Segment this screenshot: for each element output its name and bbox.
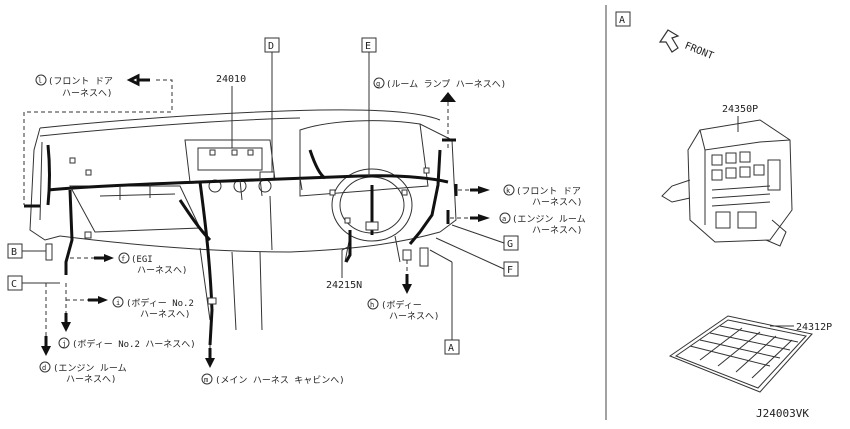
view-box-c: C bbox=[7, 275, 60, 291]
svg-text:h: h bbox=[370, 301, 374, 309]
svg-text:F: F bbox=[507, 265, 513, 276]
callout-j: j (ボディー No.2 ハーネスへ) bbox=[58, 283, 196, 350]
view-box-a: A bbox=[419, 247, 460, 355]
svg-text:A: A bbox=[448, 343, 454, 354]
svg-text:a: a bbox=[502, 215, 506, 223]
svg-text:E: E bbox=[365, 41, 371, 52]
svg-text:(ボディー No.2 ハーネスへ): (ボディー No.2 ハーネスへ) bbox=[72, 338, 196, 350]
svg-text:ハーネスへ): ハーネスへ) bbox=[532, 197, 582, 208]
callout-d: d (エンジン ルーム ハーネスへ) bbox=[39, 283, 127, 385]
view-box-d: D bbox=[264, 37, 280, 172]
svg-text:(EGI: (EGI bbox=[131, 255, 153, 265]
svg-text:G: G bbox=[507, 239, 513, 250]
part-number-24350p: 24350P bbox=[722, 104, 758, 115]
svg-text:ハーネスへ): ハーネスへ) bbox=[66, 374, 116, 385]
svg-text:ハーネスへ): ハーネスへ) bbox=[389, 311, 439, 322]
svg-text:ハーネスへ): ハーネスへ) bbox=[62, 88, 112, 99]
callout-m: m (メイン ハーネス キャビンへ) bbox=[201, 345, 345, 386]
svg-text:A: A bbox=[619, 15, 625, 26]
junction-block bbox=[661, 119, 793, 247]
wire-harness bbox=[46, 144, 449, 346]
view-box-f: F bbox=[435, 237, 519, 277]
svg-text:g: g bbox=[376, 80, 380, 88]
front-arrow-icon bbox=[658, 29, 680, 53]
svg-text:f: f bbox=[121, 255, 125, 263]
part-number-24215n: 24215N bbox=[326, 280, 362, 291]
view-box-e: E bbox=[361, 37, 377, 176]
svg-text:D: D bbox=[268, 41, 274, 52]
svg-text:(エンジン ルーム: (エンジン ルーム bbox=[512, 214, 586, 225]
view-box-g: G bbox=[451, 224, 519, 251]
callout-l: l (フロント ドア ハーネスへ) bbox=[23, 73, 173, 208]
svg-text:j: j bbox=[62, 340, 66, 348]
front-label: FRONT bbox=[683, 41, 715, 62]
dashboard-outline bbox=[29, 109, 457, 331]
leader-24215n bbox=[341, 245, 351, 278]
svg-text:ハーネスへ): ハーネスへ) bbox=[140, 309, 190, 320]
callout-a: a (エンジン ルーム ハーネスへ) bbox=[446, 210, 586, 236]
svg-text:m: m bbox=[204, 376, 208, 384]
svg-text:k: k bbox=[506, 187, 511, 195]
svg-text:C: C bbox=[11, 279, 17, 290]
svg-text:(エンジン ルーム: (エンジン ルーム bbox=[53, 363, 127, 374]
callout-g: g (ルーム ランプ ハーネスへ) bbox=[373, 77, 506, 150]
sound-mat bbox=[668, 315, 813, 393]
callout-i: i (ボディー No.2 ハーネスへ) bbox=[65, 283, 194, 320]
svg-text:(フロント ドア: (フロント ドア bbox=[48, 77, 113, 87]
svg-text:i: i bbox=[116, 299, 120, 307]
svg-text:ハーネスへ): ハーネスへ) bbox=[532, 225, 582, 236]
callout-k: k (フロント ドア ハーネスへ) bbox=[454, 184, 582, 208]
callout-f: f (EGI ハーネスへ) bbox=[70, 252, 187, 276]
part-number-24312p: 24312P bbox=[796, 322, 832, 333]
detail-a-box: A bbox=[615, 11, 631, 27]
svg-text:(ボディー: (ボディー bbox=[381, 299, 422, 311]
svg-text:(ルーム ランプ ハーネスへ): (ルーム ランプ ハーネスへ) bbox=[386, 79, 506, 90]
svg-text:(メイン ハーネス キャビンへ): (メイン ハーネス キャビンへ) bbox=[215, 375, 345, 386]
svg-text:(ボディー No.2: (ボディー No.2 bbox=[126, 297, 194, 309]
svg-text:B: B bbox=[11, 247, 17, 258]
svg-text:l: l bbox=[38, 77, 42, 85]
view-box-b: B bbox=[7, 243, 53, 261]
svg-text:d: d bbox=[42, 364, 46, 372]
part-number-24010: 24010 bbox=[216, 74, 246, 85]
callout-h: h (ボディー ハーネスへ) bbox=[367, 249, 439, 322]
svg-text:(フロント ドア: (フロント ドア bbox=[516, 187, 581, 197]
svg-text:ハーネスへ): ハーネスへ) bbox=[137, 265, 187, 276]
diagram-code: J24003VK bbox=[756, 407, 809, 420]
